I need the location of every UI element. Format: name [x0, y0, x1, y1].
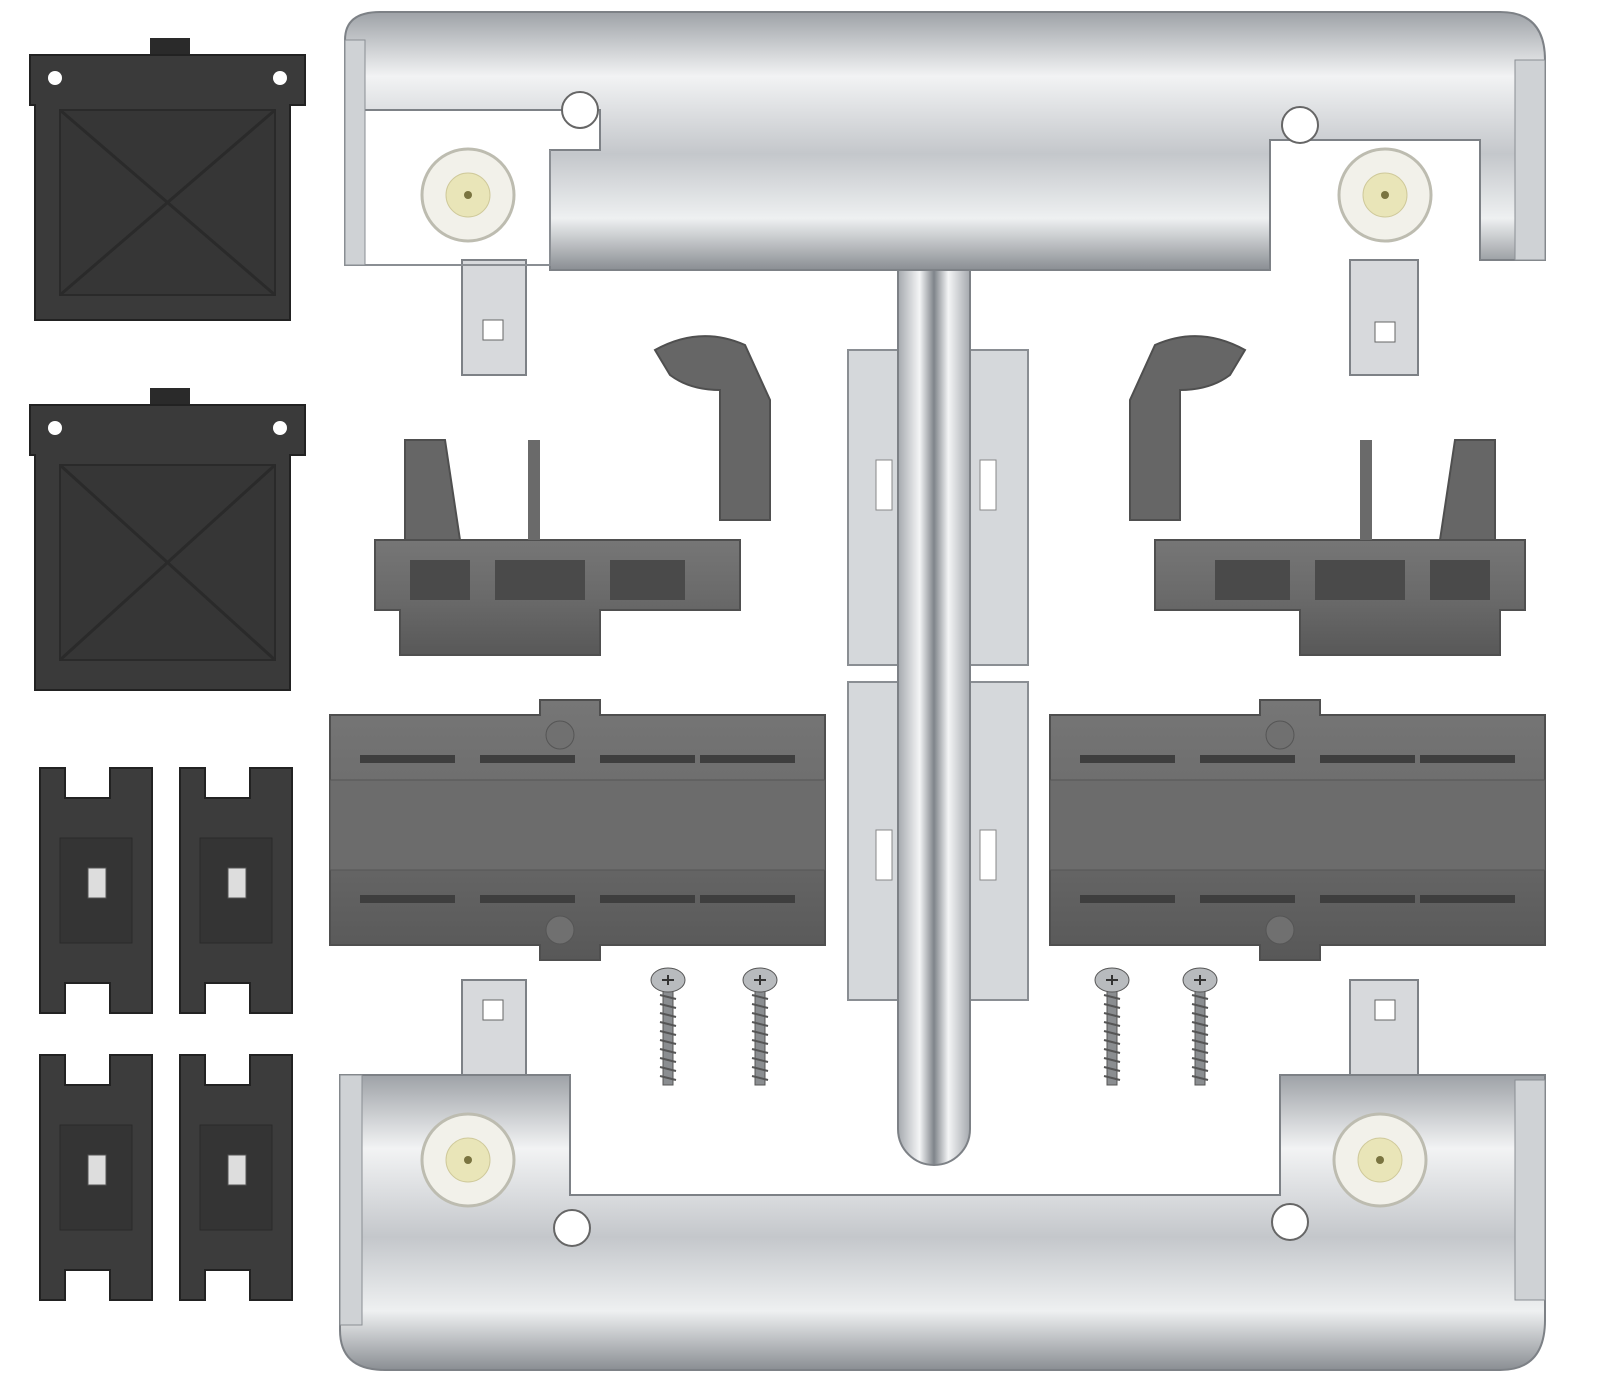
rack-clip: [179, 767, 293, 1014]
tab-hole: [1374, 999, 1396, 1021]
rail-hole: [1271, 1203, 1309, 1241]
rack-positioner: [1049, 699, 1546, 961]
rail-hole: [561, 91, 599, 129]
rail-hole: [1281, 106, 1319, 144]
slot: [875, 459, 893, 511]
center-bracket: [847, 174, 1029, 1166]
rack-clip: [39, 767, 153, 1014]
rail-body: [344, 11, 1546, 271]
tab: [1349, 259, 1419, 376]
slot: [875, 829, 893, 881]
end-cap: [29, 388, 306, 691]
adjuster-arm-left: [374, 335, 771, 656]
rack-clip: [179, 1054, 293, 1301]
tab-hole: [482, 999, 504, 1021]
slot: [979, 459, 997, 511]
screw: [742, 967, 778, 1086]
screw: [1094, 967, 1130, 1086]
adjuster-arm-right: [1129, 335, 1526, 656]
end-cap: [29, 38, 306, 321]
rail-hole: [553, 1209, 591, 1247]
center-tube: [897, 174, 971, 1166]
rack-clip: [39, 1054, 153, 1301]
screw: [1182, 967, 1218, 1086]
top-rail: [344, 11, 1546, 376]
tab: [1349, 979, 1419, 1091]
screw: [650, 967, 686, 1086]
bottom-rail: [339, 979, 1546, 1371]
slot: [979, 829, 997, 881]
tab-hole: [482, 319, 504, 341]
tab: [461, 259, 527, 376]
tab-hole: [1374, 321, 1396, 343]
rack-positioner: [329, 699, 826, 961]
tab: [461, 979, 527, 1091]
